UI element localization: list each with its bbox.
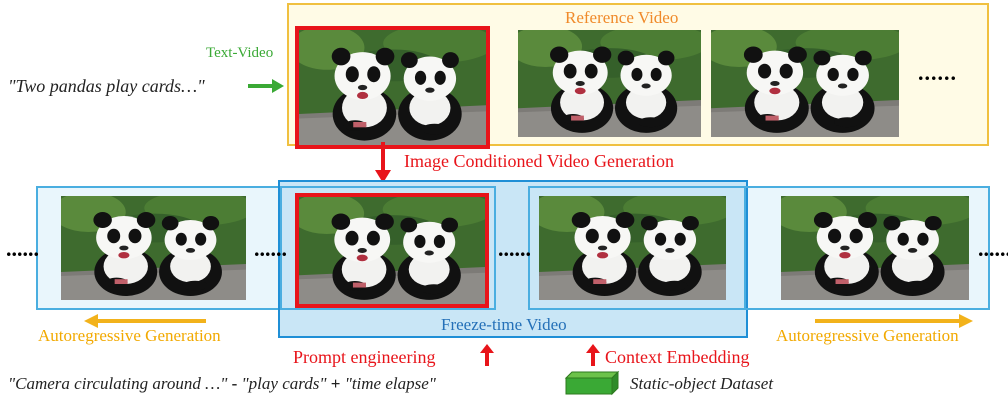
reference-frame-3 — [711, 30, 899, 137]
left-arrow-icon — [84, 314, 206, 328]
camera-prompt-minus: - — [231, 374, 238, 393]
context-embedding-label: Context Embedding — [605, 347, 750, 367]
camera-prompt: "Camera circulating around …" - "play ca… — [8, 375, 436, 392]
text-video-label: Text-Video — [206, 45, 274, 61]
dataset-box-icon — [564, 370, 620, 396]
right-center-frame — [539, 196, 726, 300]
row-ellipsis-3: ...... — [498, 236, 531, 261]
reference-ellipsis: ...... — [918, 60, 957, 85]
right-arrow-orange-icon — [815, 314, 973, 328]
left-frame — [61, 196, 246, 300]
up-arrow-icon — [480, 344, 494, 366]
camera-prompt-part2: "play cards" — [241, 374, 327, 393]
freeze-time-label: Freeze-time Video — [441, 315, 567, 334]
row-ellipsis-1: ...... — [6, 236, 39, 261]
right-arrow-icon — [248, 79, 284, 93]
prompt-engineering-label: Prompt engineering — [293, 347, 436, 367]
camera-prompt-part3: "time elapse" — [344, 374, 436, 393]
dataset-label: Static-object Dataset — [630, 374, 774, 393]
center-frame — [295, 193, 489, 308]
down-arrow-icon — [375, 142, 391, 183]
reference-frame-2 — [518, 30, 701, 137]
left-inner-box — [280, 186, 496, 310]
text-video-prompt: "Two pandas play cards…" — [8, 76, 205, 96]
image-conditioned-label: Image Conditioned Video Generation — [404, 151, 675, 171]
right-frame — [781, 196, 969, 300]
reference-frame-1 — [295, 26, 490, 149]
reference-video-label: Reference Video — [565, 8, 679, 27]
row-ellipsis-2: ...... — [254, 236, 287, 261]
up-arrow-context-icon — [586, 344, 600, 366]
autoregressive-right-label: Autoregressive Generation — [776, 326, 959, 345]
autoregressive-left-label: Autoregressive Generation — [38, 326, 221, 345]
row-ellipsis-4: ...... — [978, 236, 1008, 261]
right-segment-box — [528, 186, 990, 310]
camera-prompt-plus: + — [330, 374, 341, 393]
camera-prompt-part1: "Camera circulating around …" — [8, 374, 228, 393]
